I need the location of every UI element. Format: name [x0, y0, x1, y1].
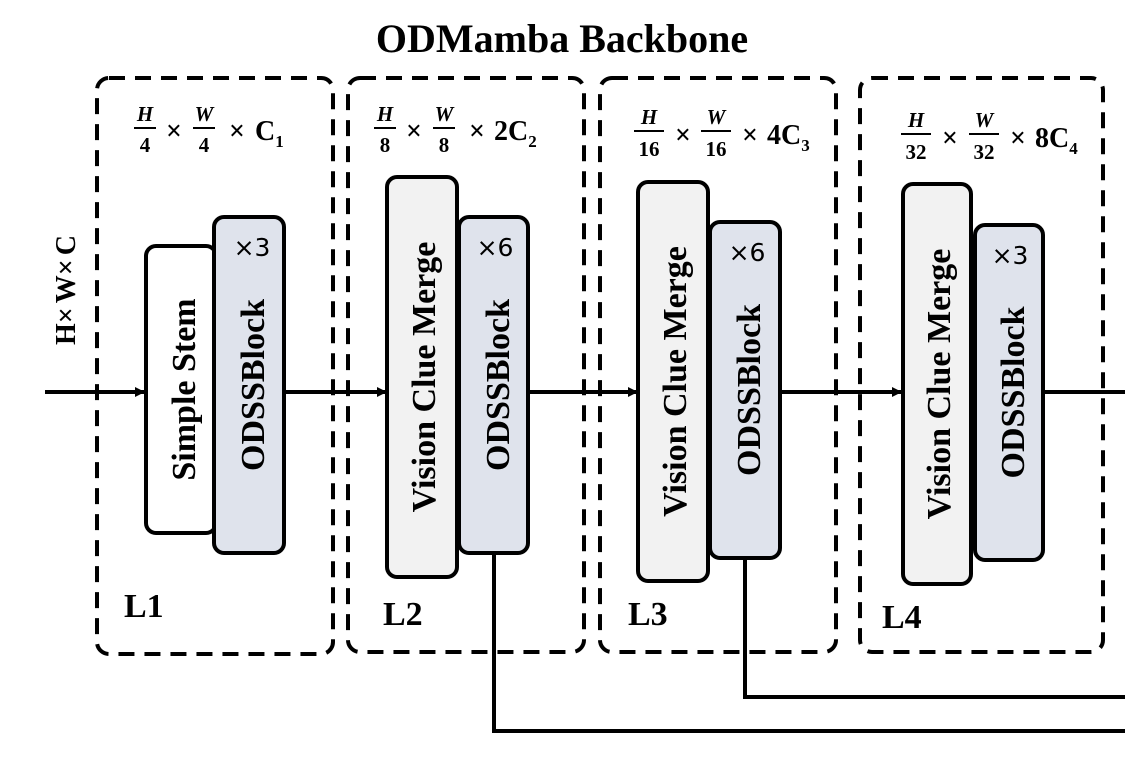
vision-clue-merge-block-l4 [901, 182, 973, 586]
stage-frame-l1 [95, 76, 335, 656]
times-sign: × [1010, 123, 1026, 154]
frac-num-h: H [136, 102, 154, 126]
level-label-l4: L4 [882, 599, 922, 636]
stage-frame-l3 [598, 76, 838, 654]
vision-clue-merge-label-l2: Vision Clue Merge [406, 242, 443, 513]
level-label-l1: L1 [124, 588, 164, 625]
stage-l3: H 16 × W 16 × 4C3 Vision Clue Merge ODSS… [628, 105, 810, 633]
odssblock-l4 [973, 223, 1045, 562]
times-sign: × [406, 116, 422, 147]
frac-den-h: 32 [906, 140, 927, 164]
frac-den-w: 4 [199, 133, 210, 157]
frac-num-w: W [707, 105, 727, 129]
times-sign: × [229, 116, 245, 147]
stage-l4: H 32 × W 32 × 8C4 Vision Clue Merge ODSS… [882, 108, 1078, 636]
stage-l1: H 4 × W 4 × C1 Simple Stem ODSSBlock ×3 … [124, 102, 286, 625]
level-label-l3: L3 [628, 596, 668, 633]
frac-den-h: 16 [639, 137, 660, 161]
times-sign: × [742, 120, 758, 151]
frac-den-w: 32 [974, 140, 995, 164]
repeat-count-l1: ×3 [234, 233, 271, 262]
times-sign: × [469, 116, 485, 147]
vision-clue-merge-label-l3: Vision Clue Merge [657, 246, 694, 517]
odssblock-l1 [212, 215, 286, 555]
odssblock-label-l3: ODSSBlock [731, 304, 768, 476]
repeat-count-l3: ×6 [729, 238, 766, 267]
frac-num-h: H [907, 108, 925, 132]
dimension-label-l2: H 8 × W 8 × 2C2 [374, 102, 537, 157]
dimension-label-l4: H 32 × W 32 × 8C4 [901, 108, 1078, 164]
odssblock-label-l1: ODSSBlock [235, 299, 272, 471]
stage-frame-l2 [346, 76, 586, 654]
frac-num-h: H [376, 102, 394, 126]
dimension-label-l1: H 4 × W 4 × C1 [134, 102, 284, 157]
skip-connections [492, 553, 1125, 733]
channel-label: 4C3 [767, 120, 810, 155]
frac-den-w: 16 [706, 137, 727, 161]
diagram-title: ODMamba Backbone [376, 16, 748, 61]
frac-den-h: 4 [140, 133, 151, 157]
channel-label: 2C2 [494, 116, 537, 151]
frac-den-h: 8 [380, 133, 391, 157]
odssblock-label-l2: ODSSBlock [480, 299, 517, 471]
skip-line-l2 [492, 553, 1125, 733]
input-shape-label: H×W×C [51, 235, 82, 345]
odssblock-label-l4: ODSSBlock [995, 306, 1032, 478]
stage-frame-l4 [858, 76, 1105, 654]
channel-label: C1 [255, 116, 284, 151]
times-sign: × [166, 116, 182, 147]
stage-l2: H 8 × W 8 × 2C2 Vision Clue Merge ODSSBl… [374, 102, 537, 633]
odssblock-l2 [457, 215, 530, 555]
times-sign: × [675, 120, 691, 151]
frac-num-w: W [975, 108, 995, 132]
frac-num-h: H [640, 105, 658, 129]
times-sign: × [942, 123, 958, 154]
frac-num-w: W [435, 102, 455, 126]
channel-label: 8C4 [1035, 123, 1078, 158]
simple-stem-label: Simple Stem [166, 298, 203, 480]
vision-clue-merge-label-l4: Vision Clue Merge [921, 249, 958, 520]
skip-line-l3 [743, 558, 1125, 699]
frac-num-w: W [195, 102, 215, 126]
repeat-count-l2: ×6 [477, 233, 514, 262]
frac-den-w: 8 [439, 133, 450, 157]
level-label-l2: L2 [383, 596, 423, 633]
dimension-label-l3: H 16 × W 16 × 4C3 [634, 105, 810, 161]
odssblock-l3 [708, 220, 782, 560]
repeat-count-l4: ×3 [992, 241, 1029, 270]
